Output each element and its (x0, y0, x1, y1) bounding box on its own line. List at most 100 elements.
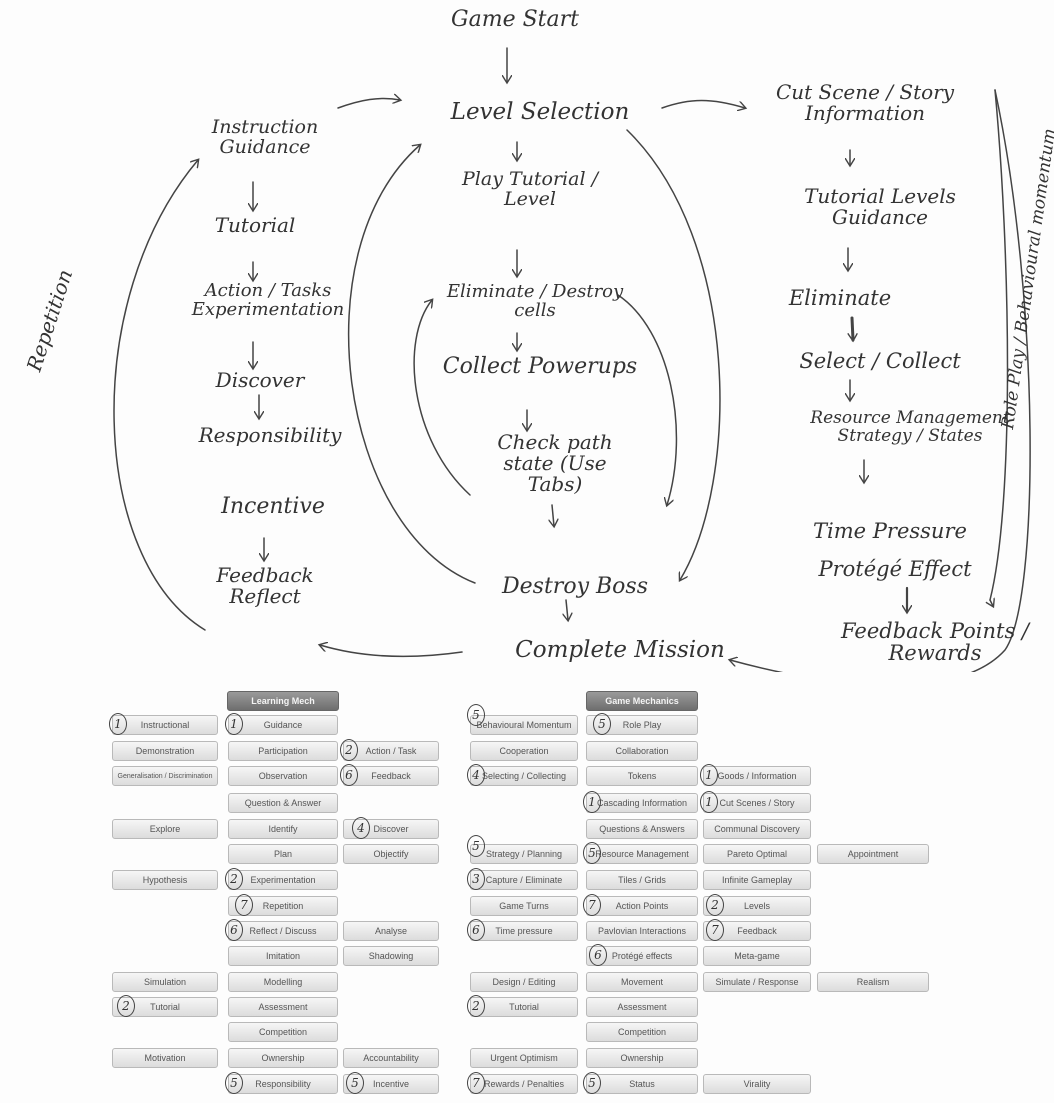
lm-hypothesis: Hypothesis (112, 870, 218, 890)
lm-assessment: Assessment (228, 997, 338, 1017)
gm-appointment: Appointment (817, 844, 929, 864)
instruction-guidance-label: Instruction Guidance (211, 116, 319, 158)
mark-circle: 5 (467, 704, 485, 726)
responsibility-label: Responsibility (198, 423, 342, 447)
resource-management-label: Resource Management Strategy / States (810, 408, 1010, 446)
lm-analyse: Analyse (343, 921, 439, 941)
mark-circle: 2 (117, 995, 135, 1017)
mark-circle: 7 (706, 919, 724, 941)
lm-plan: Plan (228, 844, 338, 864)
lm-generalisation: Generalisation / Discrimination (112, 766, 218, 786)
mark-circle: 6 (589, 944, 607, 966)
game-start-label: Game Start (451, 7, 579, 32)
gm-assessment: Assessment (586, 997, 698, 1017)
gm-movement: Movement (586, 972, 698, 992)
gm-pavlovian-interactions: Pavlovian Interactions (586, 921, 698, 941)
lm-participation: Participation (228, 741, 338, 761)
cut-scene-story-label: Cut Scene / Story Information (775, 80, 955, 125)
mark-circle: 3 (467, 868, 485, 890)
mark-circle: 7 (583, 894, 601, 916)
time-pressure-label: Time Pressure (813, 519, 967, 543)
mark-circle: 1 (225, 713, 243, 735)
learning-mech-header: Learning Mech (227, 691, 339, 711)
gm-questions-answers: Questions & Answers (586, 819, 698, 839)
mark-circle: 2 (706, 894, 724, 916)
gm-simulate-response: Simulate / Response (703, 972, 811, 992)
mark-circle: 5 (583, 842, 601, 864)
lm-accountability: Accountability (343, 1048, 439, 1068)
action-tasks-label: Action / Tasks Experimentation (191, 280, 345, 320)
gm-design-editing: Design / Editing (470, 972, 578, 992)
gm-communal-discovery: Communal Discovery (703, 819, 811, 839)
mark-circle: 5 (225, 1072, 243, 1094)
mark-circle: 2 (225, 868, 243, 890)
lm-observation: Observation (228, 766, 338, 786)
mark-circle: 7 (235, 894, 253, 916)
mark-circle: 7 (467, 1072, 485, 1094)
lm-demonstration: Demonstration (112, 741, 218, 761)
flow-arrows (113, 47, 1031, 672)
game-mechanics-header: Game Mechanics (586, 691, 698, 711)
gm-infinite-gameplay: Infinite Gameplay (703, 870, 811, 890)
gm-cooperation: Cooperation (470, 741, 578, 761)
lm-simulation: Simulation (112, 972, 218, 992)
mark-circle: 1 (109, 713, 127, 735)
eliminate-destroy-cells-label: Eliminate / Destroy cells (446, 281, 624, 321)
gm-pareto-optimal: Pareto Optimal (703, 844, 811, 864)
lm-motivation: Motivation (112, 1048, 218, 1068)
protege-effect-label: Protégé Effect (818, 557, 972, 581)
gm-virality: Virality (703, 1074, 811, 1094)
mark-circle: 5 (467, 835, 485, 857)
check-path-state-label: Check path state (Use Tabs) (497, 430, 613, 496)
lm-explore: Explore (112, 819, 218, 839)
feedback-reflect-label: Feedback Reflect (216, 563, 314, 608)
mark-circle: 6 (340, 764, 358, 786)
lm-shadowing: Shadowing (343, 946, 439, 966)
gm-tokens: Tokens (586, 766, 698, 786)
lm-question-answer: Question & Answer (228, 793, 338, 813)
gm-competition: Competition (586, 1022, 698, 1042)
lm-modelling: Modelling (228, 972, 338, 992)
mark-circle: 5 (583, 1072, 601, 1094)
discover-label: Discover (215, 368, 305, 392)
select-collect-label: Select / Collect (799, 349, 961, 373)
gm-realism: Realism (817, 972, 929, 992)
level-selection-label: Level Selection (450, 99, 630, 125)
tutorial-levels-guidance-label: Tutorial Levels Guidance (804, 184, 956, 229)
lm-objectify: Objectify (343, 844, 439, 864)
mark-circle: 1 (583, 791, 601, 813)
mark-circle: 6 (225, 919, 243, 941)
mark-circle: 1 (700, 764, 718, 786)
play-tutorial-level-label: Play Tutorial / Level (462, 168, 598, 210)
mark-circle: 2 (467, 995, 485, 1017)
mark-circle: 2 (340, 739, 358, 761)
mark-circle: 4 (352, 817, 370, 839)
eliminate-label: Eliminate (788, 286, 892, 310)
lm-competition: Competition (228, 1022, 338, 1042)
lm-ownership: Ownership (228, 1048, 338, 1068)
